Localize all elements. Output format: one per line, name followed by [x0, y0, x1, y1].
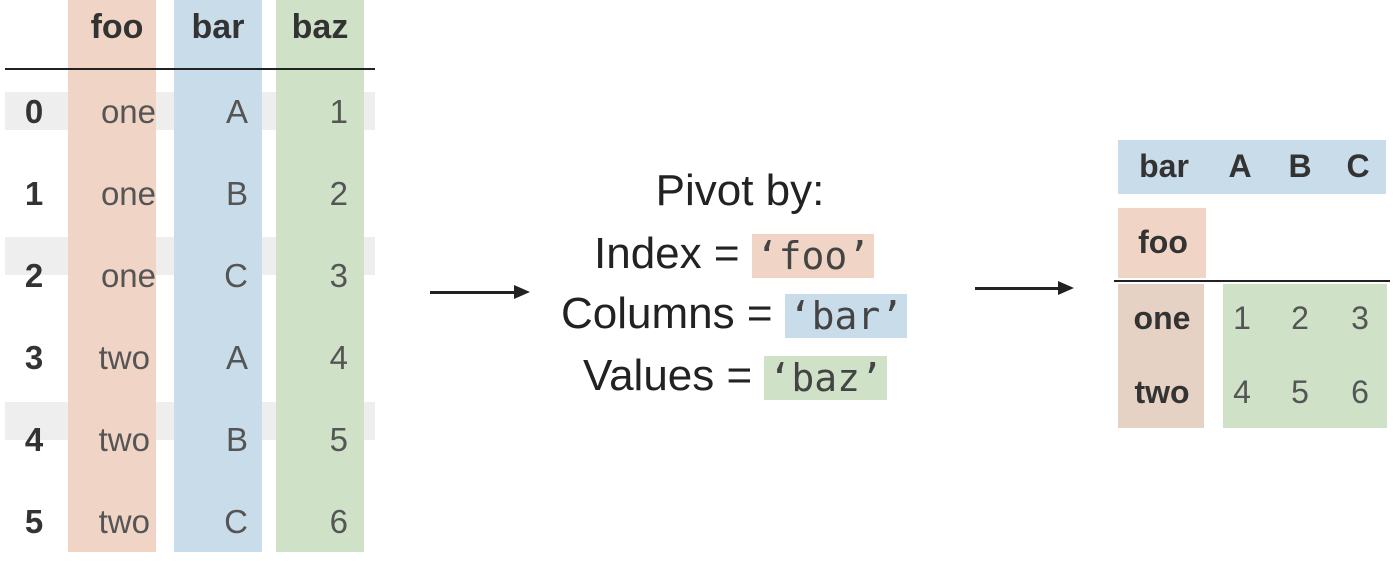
row-index: 3	[24, 339, 44, 376]
cell-foo: one	[100, 93, 156, 130]
row-label: one	[1133, 300, 1191, 336]
cell-bar: B	[225, 175, 248, 212]
cell-foo: one	[100, 175, 156, 212]
index-name: foo	[1138, 224, 1188, 260]
row-index: 4	[24, 421, 44, 458]
cell-value: 4	[1233, 374, 1251, 410]
row-label: two	[1134, 374, 1190, 410]
cell-bar: C	[224, 257, 248, 294]
column-header: B	[1288, 148, 1312, 184]
index-name-highlight	[1118, 208, 1206, 278]
cell-baz: 4	[329, 339, 348, 376]
cell-baz: 5	[329, 421, 348, 458]
header-divider	[1114, 280, 1390, 282]
index-label: Index =	[594, 229, 740, 278]
cell-baz: 3	[329, 257, 348, 294]
row-index: 0	[24, 93, 44, 130]
column-header: C	[1346, 148, 1370, 184]
header-bar: bar	[191, 8, 245, 46]
row-index: 5	[24, 503, 44, 540]
header-divider	[5, 68, 375, 70]
cell-baz: 6	[329, 503, 348, 540]
cell-value: 6	[1351, 374, 1369, 410]
pivot-title: Pivot by:	[655, 166, 825, 215]
header-foo: foo	[90, 8, 144, 46]
index-labels-highlight	[1118, 284, 1204, 428]
cell-value: 1	[1233, 300, 1251, 336]
row-index: 2	[24, 257, 44, 294]
index-parameter: Index = ‘foo’	[594, 226, 875, 282]
cell-value: 2	[1291, 300, 1309, 336]
values-parameter: Values = ‘baz’	[583, 348, 887, 404]
index-value: ‘foo’	[751, 234, 875, 279]
cell-value: 5	[1291, 374, 1309, 410]
cell-baz: 1	[329, 93, 348, 130]
cell-bar: C	[224, 503, 248, 540]
values-highlight	[1223, 284, 1387, 428]
cell-foo: one	[100, 257, 156, 294]
cell-foo: two	[98, 421, 150, 458]
row-index: 1	[24, 175, 44, 212]
cell-baz: 2	[329, 175, 348, 212]
columns-label: Columns =	[561, 289, 773, 338]
column-header: A	[1228, 148, 1252, 184]
values-label: Values =	[583, 351, 753, 400]
foo-column-highlight	[68, 0, 156, 552]
columns-value: ‘bar’	[784, 294, 908, 339]
header-baz: baz	[291, 8, 349, 46]
columns-parameter: Columns = ‘bar’	[561, 286, 908, 342]
column-header-highlight	[1118, 140, 1386, 194]
bar-column-highlight	[174, 0, 262, 552]
cell-foo: two	[98, 503, 150, 540]
cell-foo: two	[98, 339, 150, 376]
columns-name: bar	[1139, 148, 1189, 184]
cell-value: 3	[1351, 300, 1369, 336]
values-value: ‘baz’	[764, 356, 887, 401]
cell-bar: A	[225, 93, 248, 130]
cell-bar: A	[225, 339, 248, 376]
cell-bar: B	[225, 421, 248, 458]
baz-column-highlight	[276, 0, 364, 552]
